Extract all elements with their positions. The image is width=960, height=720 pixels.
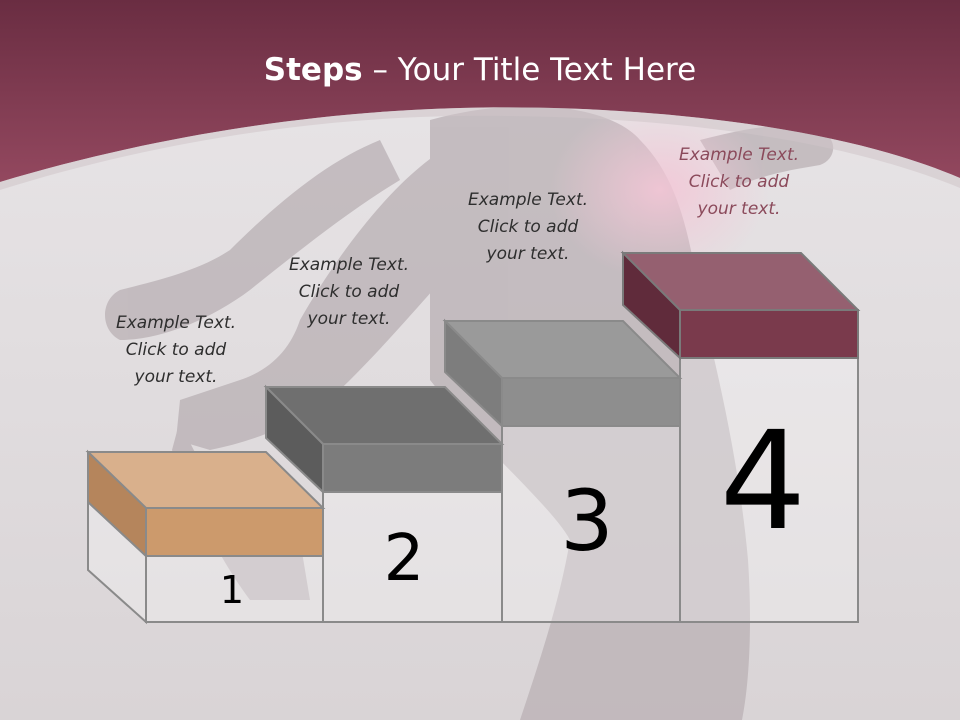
step-4-text[interactable]: Example Text. Click to add your text.: [678, 145, 800, 219]
slide-title[interactable]: Steps – Your Title Text Here: [0, 52, 960, 88]
header-curve-highlight: [0, 107, 960, 190]
title-bold: Steps: [263, 52, 363, 88]
step-frame: [87, 357, 859, 625]
step-1-text[interactable]: Example Text. Click to add your text.: [115, 313, 237, 387]
step-block-4: [620, 250, 861, 361]
title-rest: – Your Title Text Here: [362, 52, 697, 88]
step-number-1: 1: [219, 568, 245, 612]
step-block-3: [442, 318, 683, 429]
step-number-2: 2: [383, 522, 425, 596]
step-number-4: 4: [719, 403, 807, 561]
step-block-2: [263, 384, 505, 495]
step-block-1: [85, 449, 326, 559]
header-band: [0, 0, 960, 182]
step-2-text[interactable]: Example Text. Click to add your text.: [288, 255, 410, 329]
step-3-text[interactable]: Example Text. Click to add your text.: [467, 190, 589, 264]
step-number-3: 3: [560, 472, 614, 570]
